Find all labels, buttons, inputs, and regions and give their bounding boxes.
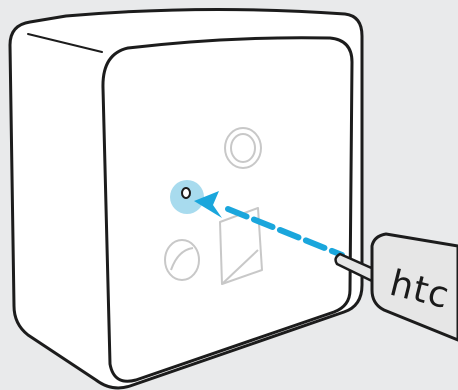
device-top-edge xyxy=(27,33,103,53)
embossed-circle-icon xyxy=(224,127,262,169)
embossed-slot-icon xyxy=(219,207,263,285)
eject-tool-card xyxy=(370,232,458,342)
dashed-arrow-icon xyxy=(194,191,345,258)
eject-tool-icon: htc xyxy=(334,232,458,342)
reset-pinhole-icon xyxy=(170,180,204,214)
embossed-knob-icon xyxy=(164,239,200,281)
eject-tool-pin xyxy=(334,252,378,284)
